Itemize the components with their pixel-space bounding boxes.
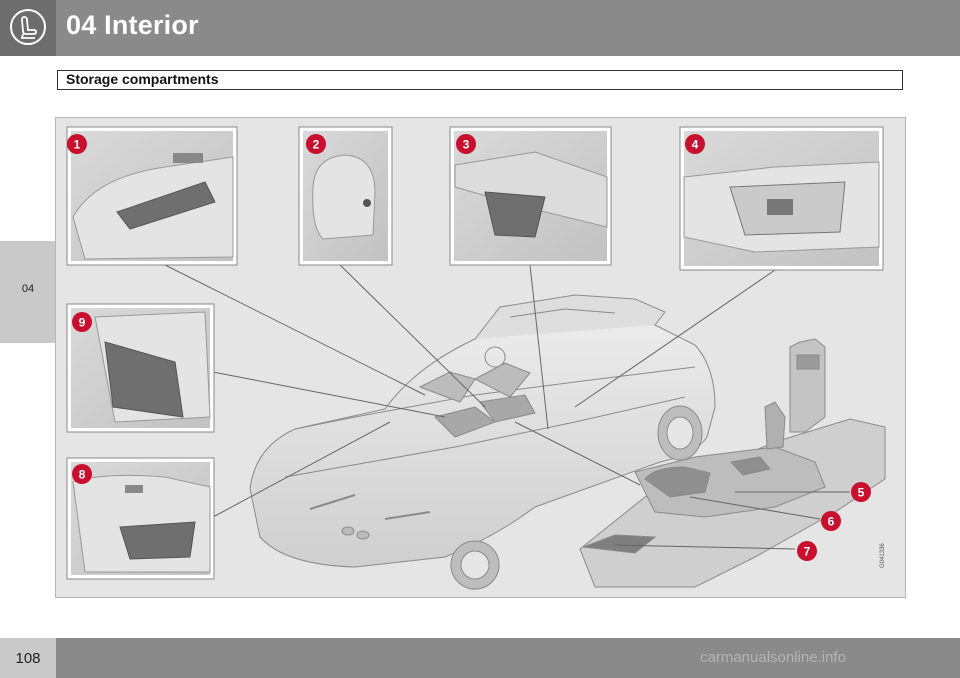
header-bar bbox=[0, 0, 960, 56]
svg-text:6: 6 bbox=[828, 515, 835, 529]
inset-panel-8 bbox=[66, 457, 215, 580]
seat-icon bbox=[10, 9, 46, 45]
storage-compartments-illustration: 1 2 3 4 9 8 5 6 7 bbox=[66, 126, 886, 590]
callout-4: 4 bbox=[685, 134, 705, 154]
footer-bar bbox=[0, 638, 960, 678]
svg-text:4: 4 bbox=[692, 138, 699, 152]
svg-text:2: 2 bbox=[313, 138, 320, 152]
inset-panel-1 bbox=[66, 126, 238, 266]
chapter-side-tab bbox=[0, 241, 56, 343]
chapter-side-tab-label: 04 bbox=[21, 283, 35, 295]
chapter-icon-box bbox=[0, 0, 56, 56]
svg-text:1: 1 bbox=[74, 138, 81, 152]
chapter-title: 04 Interior bbox=[66, 10, 199, 40]
callout-3: 3 bbox=[456, 134, 476, 154]
page-number: 108 bbox=[15, 650, 41, 667]
svg-text:3: 3 bbox=[463, 138, 470, 152]
footer-page-box bbox=[0, 638, 56, 678]
callout-6: 6 bbox=[821, 511, 841, 531]
svg-text:9: 9 bbox=[79, 316, 86, 330]
svg-text:5: 5 bbox=[858, 486, 865, 500]
callout-5: 5 bbox=[851, 482, 871, 502]
inset-panel-9 bbox=[66, 303, 215, 433]
inset-panel-3 bbox=[449, 126, 612, 266]
callout-9: 9 bbox=[72, 312, 92, 332]
leader-lines bbox=[164, 264, 850, 550]
callout-8: 8 bbox=[72, 464, 92, 484]
watermark: carmanualsonline.info bbox=[700, 649, 846, 666]
car-drawing bbox=[249, 294, 716, 590]
svg-text:7: 7 bbox=[804, 545, 811, 559]
callout-1: 1 bbox=[67, 134, 87, 154]
callout-7: 7 bbox=[797, 541, 817, 561]
callout-2: 2 bbox=[306, 134, 326, 154]
inset-panel-4 bbox=[679, 126, 884, 271]
figure-image-code: G041336 bbox=[880, 543, 886, 568]
svg-text:8: 8 bbox=[79, 468, 86, 482]
section-title: Storage compartments bbox=[57, 70, 903, 90]
center-console-drawing bbox=[579, 338, 886, 588]
